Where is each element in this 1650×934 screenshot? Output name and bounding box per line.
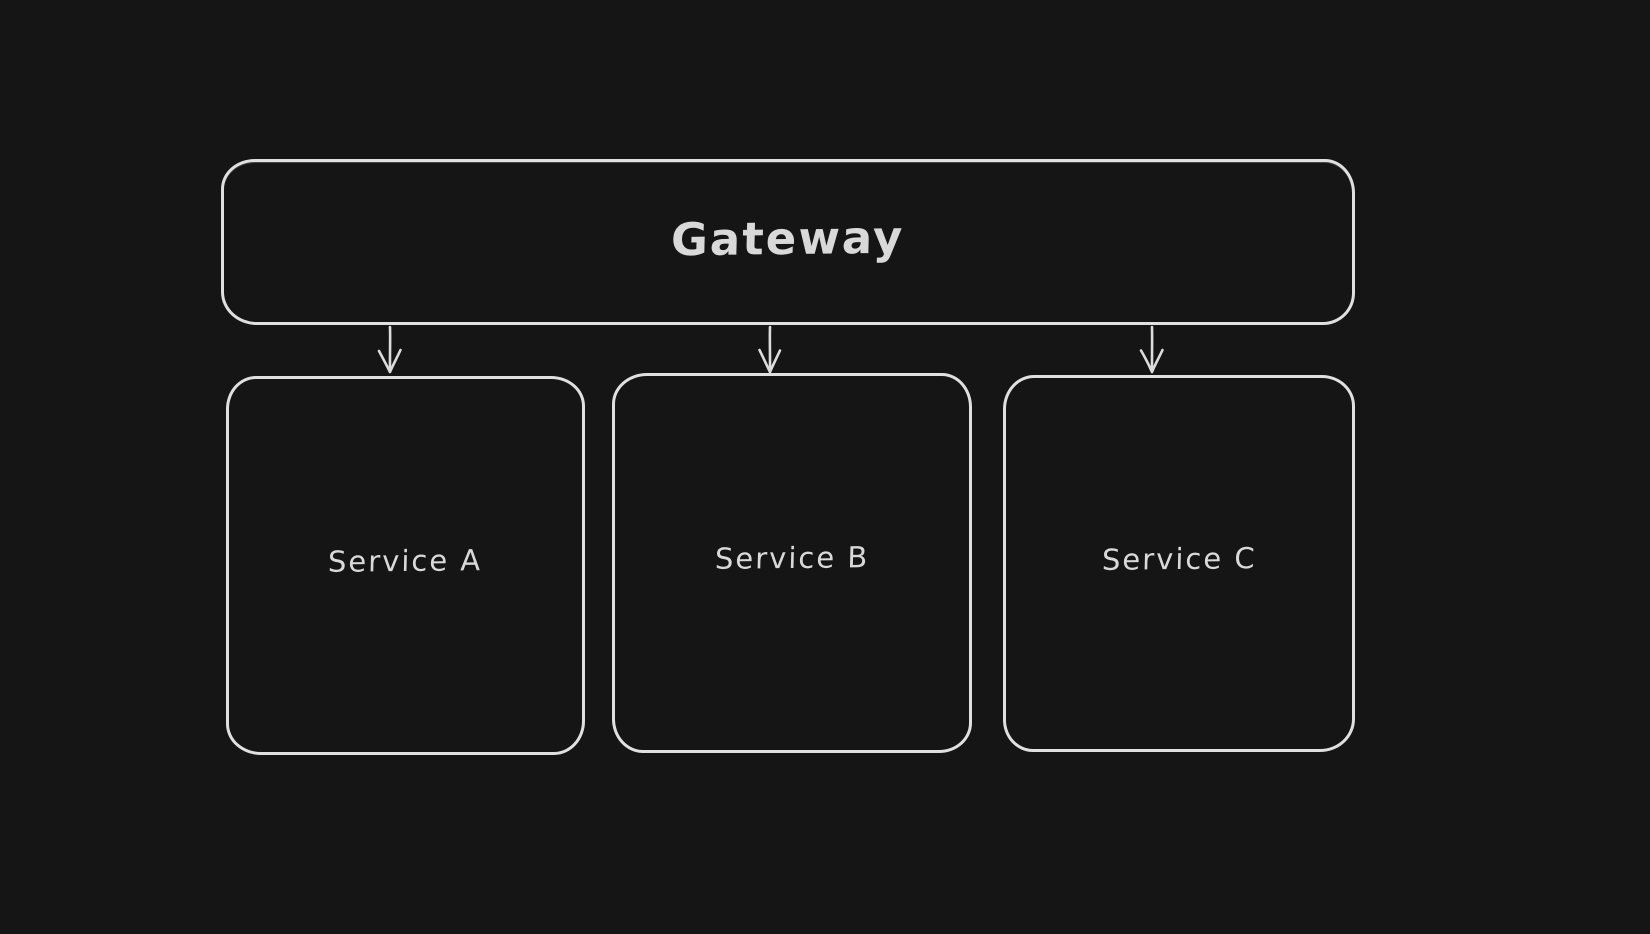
service-b-node[interactable]: Service B (612, 373, 972, 753)
gateway-node[interactable]: Gateway (221, 159, 1355, 325)
arrow-gateway-to-service-a[interactable] (373, 325, 407, 376)
service-c-node[interactable]: Service C (1003, 375, 1355, 752)
arrow-gateway-to-service-c[interactable] (1135, 325, 1169, 376)
arrow-gateway-to-service-b[interactable] (753, 325, 787, 376)
service-b-label: Service B (714, 540, 870, 576)
arrow-head (377, 348, 402, 374)
arrow-head (1139, 348, 1164, 374)
service-c-label: Service C (1101, 540, 1257, 577)
arrow-head (758, 348, 782, 374)
gateway-label: Gateway (670, 210, 906, 266)
service-a-label: Service A (327, 542, 484, 579)
service-a-node[interactable]: Service A (226, 376, 585, 755)
